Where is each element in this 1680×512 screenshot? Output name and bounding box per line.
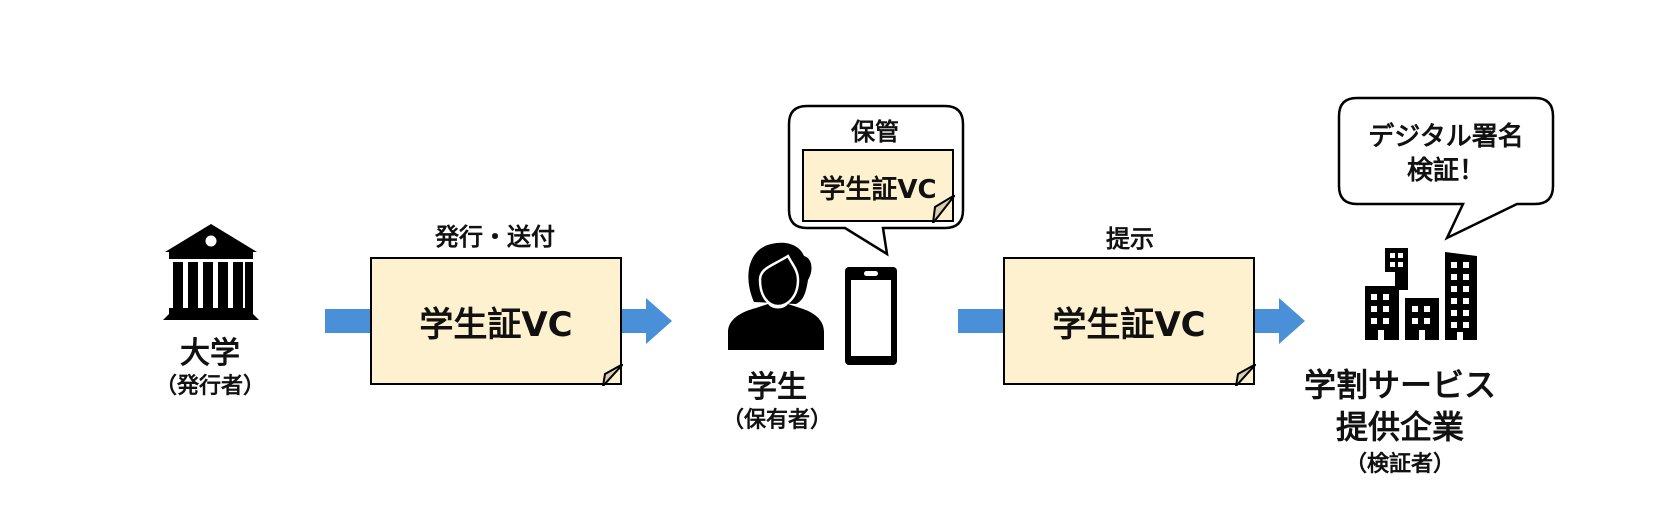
- holder-node: 学生 （保有者）: [720, 240, 920, 440]
- smartphone-icon: [845, 267, 897, 365]
- step2-action-label: 提示: [1106, 225, 1154, 253]
- student-person-icon: [728, 242, 824, 350]
- issuer-node: 大学 （発行者）: [155, 222, 265, 412]
- vc-card-presented: 学生証VC: [1003, 257, 1256, 386]
- step1-action-label: 発行・送付: [435, 223, 555, 251]
- vc-card-label: 学生証VC: [1052, 305, 1206, 345]
- issuer-role: （発行者）: [154, 374, 265, 399]
- holder-role: （保有者）: [721, 408, 832, 433]
- page-curl-icon: [931, 195, 955, 223]
- arrow-left-segment-2: [958, 309, 1006, 333]
- issuer-name: 大学: [180, 336, 240, 371]
- verifier-speech-bubble: [1337, 96, 1555, 241]
- page-curl-icon: [1234, 364, 1256, 386]
- arrow-left-segment-1: [325, 309, 373, 333]
- vc-card-stored: 学生証VC: [802, 149, 955, 223]
- verifier-bubble-line2: 検証！: [1406, 156, 1485, 186]
- office-buildings-icon: [1365, 248, 1477, 340]
- university-building-icon: [163, 224, 259, 320]
- verifier-name-line2: 提供企業: [1335, 408, 1464, 446]
- verifier-name-line1: 学割サービス: [1303, 366, 1496, 404]
- holder-name: 学生: [747, 370, 807, 405]
- vc-card-issued: 学生証VC: [370, 257, 623, 386]
- vc-card-label: 学生証VC: [419, 305, 573, 345]
- vc-card-label: 学生証VC: [819, 175, 937, 205]
- verifier-role: （検証者）: [1344, 452, 1455, 477]
- holder-bubble-title: 保管: [851, 118, 899, 146]
- arrow-right-2: [1255, 298, 1305, 344]
- page-curl-icon: [601, 364, 623, 386]
- arrow-right-1: [622, 298, 672, 344]
- verifier-bubble-line1: デジタル署名: [1368, 122, 1524, 152]
